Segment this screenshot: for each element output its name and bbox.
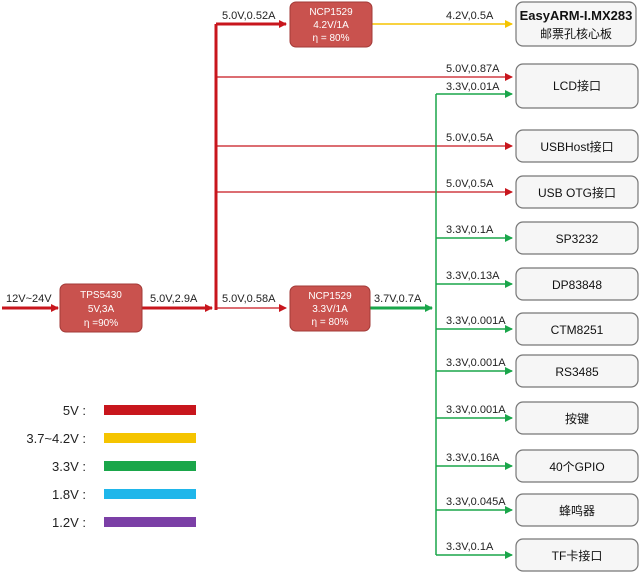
- legend-swatch-5v: [104, 405, 196, 415]
- label-gpio: 3.3V,0.16A: [446, 452, 500, 464]
- tps-name: TPS5430: [80, 290, 122, 301]
- regulator-tps5430: TPS5430 5V,3A η =90%: [59, 283, 143, 333]
- tps-rating: 5V,3A: [88, 304, 115, 315]
- label-tps-out: 5.0V,2.9A: [150, 293, 198, 305]
- label-to-ncp-bot: 5.0V,0.58A: [222, 293, 276, 305]
- tf-label: TF卡接口: [552, 548, 603, 563]
- regulator-ncp-bot: NCP1529 3.3V/1A η = 80%: [289, 285, 371, 332]
- label-ncp-bot-out: 3.7V,0.7A: [374, 293, 422, 305]
- core-subtitle: 邮票孔核心板: [540, 27, 612, 41]
- rs3485-label: RS3485: [555, 365, 599, 379]
- destination-boxes: EasyARM-I.MX283 邮票孔核心板 LCD接口 USBHost接口 U…: [515, 1, 639, 572]
- label-sp3232: 3.3V,0.1A: [446, 224, 494, 236]
- box-lcd: LCD接口: [515, 63, 639, 109]
- legend-swatch-1v8: [104, 489, 196, 499]
- label-buzzer: 3.3V,0.045A: [446, 496, 506, 508]
- legend-swatch-3v3: [104, 461, 196, 471]
- dp83848-label: DP83848: [552, 278, 602, 292]
- legend-item-3v7-4v2: 3.7~4.2V :: [26, 431, 196, 446]
- box-core: EasyARM-I.MX283 邮票孔核心板: [515, 1, 637, 47]
- label-lcd-5v: 5.0V,0.87A: [446, 63, 500, 75]
- legend-swatch-3v7-4v2: [104, 433, 196, 443]
- buzzer-label: 蜂鸣器: [559, 503, 595, 518]
- legend-swatch-1v2: [104, 517, 196, 527]
- usbotg-label: USB OTG接口: [538, 185, 616, 200]
- wires-5v: [2, 20, 513, 312]
- label-to-core: 4.2V,0.5A: [446, 10, 494, 22]
- box-buzzer: 蜂鸣器: [515, 493, 639, 527]
- box-ctm8251: CTM8251: [515, 312, 639, 346]
- label-usbotg: 5.0V,0.5A: [446, 178, 494, 190]
- core-title: EasyARM-I.MX283: [520, 8, 633, 23]
- box-tf: TF卡接口: [515, 538, 639, 572]
- label-dp83848: 3.3V,0.13A: [446, 270, 500, 282]
- legend-label-3v3: 3.3V :: [52, 459, 86, 474]
- legend-label-1v8: 1.8V :: [52, 487, 86, 502]
- legend-label-3v7-4v2: 3.7~4.2V :: [26, 431, 86, 446]
- legend: 5V : 3.7~4.2V : 3.3V : 1.8V : 1.2V :: [26, 403, 196, 530]
- tps-efficiency: η =90%: [84, 318, 118, 329]
- ncp-bot-name: NCP1529: [308, 291, 352, 302]
- ctm8251-label: CTM8251: [551, 323, 604, 337]
- ncp-bot-efficiency: η = 80%: [312, 317, 349, 328]
- input-label: 12V~24V: [6, 293, 52, 305]
- legend-item-1v8: 1.8V :: [52, 487, 196, 502]
- wires-3v3: [370, 90, 513, 559]
- label-to-ncp-top: 5.0V,0.52A: [222, 10, 276, 22]
- legend-label-1v2: 1.2V :: [52, 515, 86, 530]
- legend-item-3v3: 3.3V :: [52, 459, 196, 474]
- label-rs3485: 3.3V,0.001A: [446, 357, 506, 369]
- ncp-bot-rating: 3.3V/1A: [312, 304, 348, 315]
- box-usbotg: USB OTG接口: [515, 175, 639, 209]
- wire-labels: 12V~24V 5.0V,2.9A 5.0V,0.52A 5.0V,0.58A …: [6, 10, 506, 553]
- label-ctm8251: 3.3V,0.001A: [446, 315, 506, 327]
- sp3232-label: SP3232: [556, 232, 599, 246]
- label-lcd-33v: 3.3V,0.01A: [446, 81, 500, 93]
- ncp-top-efficiency: η = 80%: [313, 33, 350, 44]
- ncp-top-rating: 4.2V/1A: [313, 20, 349, 31]
- gpio-label: 40个GPIO: [549, 460, 604, 474]
- legend-label-5v: 5V :: [63, 403, 86, 418]
- label-tf: 3.3V,0.1A: [446, 541, 494, 553]
- box-sp3232: SP3232: [515, 221, 639, 255]
- box-rs3485: RS3485: [515, 354, 639, 388]
- label-usbhost: 5.0V,0.5A: [446, 132, 494, 144]
- keys-label: 按键: [565, 412, 589, 426]
- box-dp83848: DP83848: [515, 267, 639, 301]
- regulator-ncp-top: NCP1529 4.2V/1A η = 80%: [289, 1, 373, 48]
- legend-item-5v: 5V :: [63, 403, 196, 418]
- usbhost-label: USBHost接口: [540, 139, 613, 154]
- box-usbhost: USBHost接口: [515, 129, 639, 163]
- ncp-top-name: NCP1529: [309, 7, 353, 18]
- box-gpio: 40个GPIO: [515, 449, 639, 483]
- label-keys: 3.3V,0.001A: [446, 404, 506, 416]
- box-keys: 按键: [515, 401, 639, 435]
- lcd-label: LCD接口: [553, 78, 601, 93]
- legend-item-1v2: 1.2V :: [52, 515, 196, 530]
